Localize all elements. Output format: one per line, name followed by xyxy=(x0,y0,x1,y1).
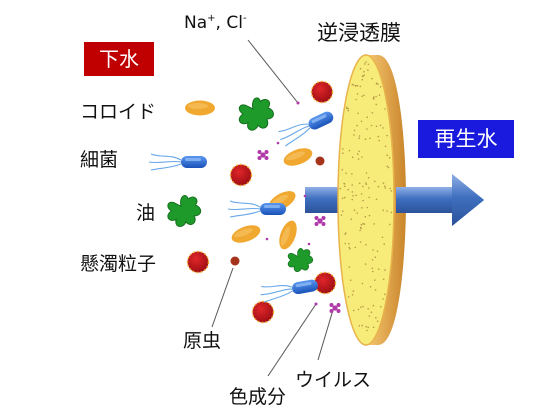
suspended-particle xyxy=(229,163,253,187)
bacterium xyxy=(258,276,320,304)
colloid-particle xyxy=(229,221,263,247)
oil-droplet xyxy=(287,248,314,273)
colloid-particle xyxy=(281,144,315,170)
bacterium xyxy=(148,153,208,171)
oil-droplet xyxy=(167,195,202,228)
protozoan xyxy=(315,156,325,166)
colloid-label: コロイド xyxy=(80,101,156,123)
sewage-badge: 下水 xyxy=(84,42,154,76)
protozoa-label: 原虫 xyxy=(183,330,221,352)
suspended-particle xyxy=(186,250,210,274)
virus-particle xyxy=(329,303,341,313)
oil-label: 油 xyxy=(136,202,155,224)
suspended-particle xyxy=(251,300,275,324)
virus-particle xyxy=(257,150,269,160)
color-component-label: 色成分 xyxy=(229,386,286,408)
ro-membrane xyxy=(337,54,406,346)
bacterium xyxy=(227,200,287,218)
suspended-particle xyxy=(310,80,334,104)
flow-arrow-head xyxy=(452,174,484,226)
colloid-particle xyxy=(185,100,215,116)
bacteria-label: 細菌 xyxy=(80,149,118,171)
bacterium xyxy=(276,107,337,148)
recycled-water-badge: 再生水 xyxy=(418,120,514,158)
ion-dots xyxy=(265,101,318,306)
virus-particle xyxy=(314,216,326,226)
leader-lines xyxy=(211,39,334,377)
suspended-particle-label: 懸濁粒子 xyxy=(80,253,156,275)
colloid-particle xyxy=(275,218,301,252)
suspended-particle xyxy=(313,271,337,295)
oil-droplet xyxy=(238,97,274,131)
virus-label: ウイルス xyxy=(295,369,371,391)
protozoan xyxy=(230,256,240,266)
membrane-label: 逆浸透膜 xyxy=(317,21,401,45)
ion-label: Na+, Cl- xyxy=(184,13,247,33)
flow-arrow-outlet xyxy=(396,187,454,213)
